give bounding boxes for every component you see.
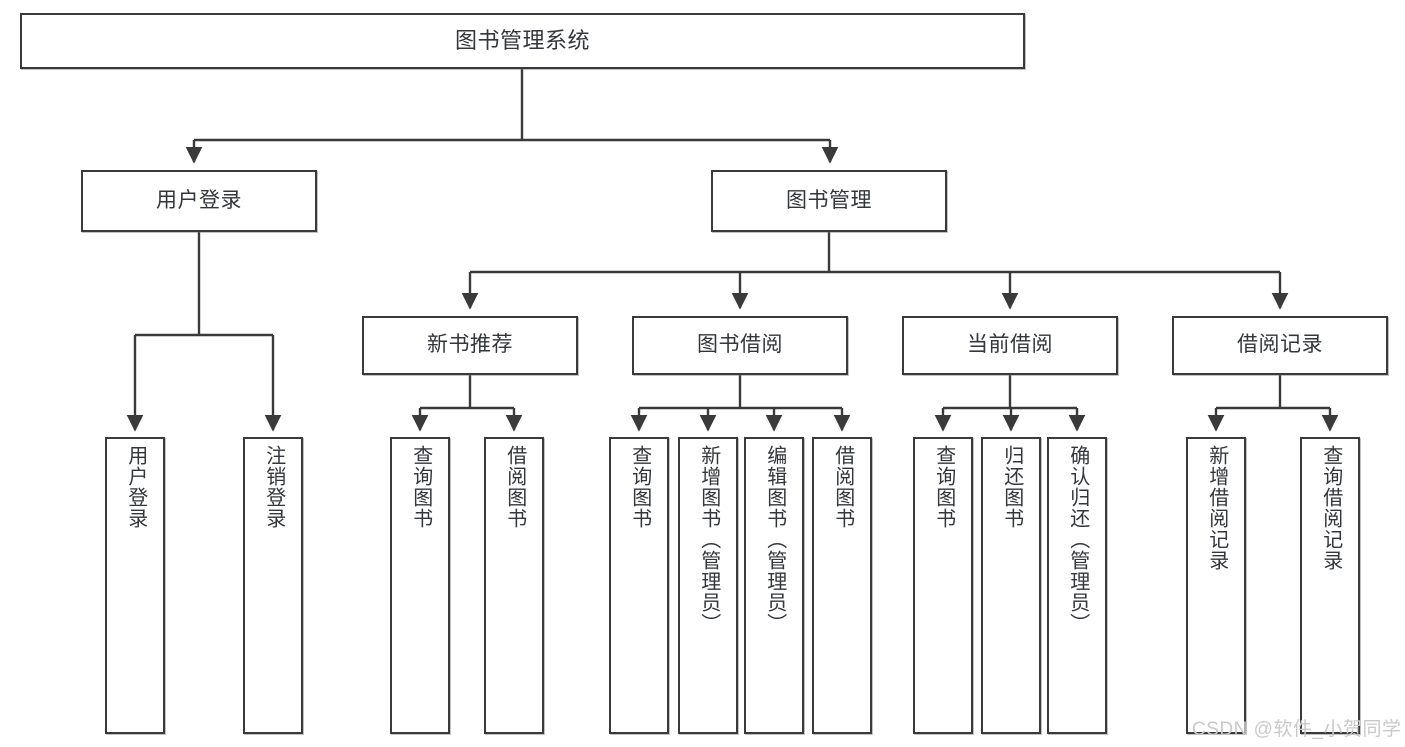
leaf-edit-book[interactable]: 编辑图书（管理员） [744,437,804,734]
node-label: 借阅图书 [503,445,526,529]
leaf-query-book-3[interactable]: 查询图书 [913,437,973,734]
leaf-query-book-2[interactable]: 查询图书 [609,437,669,734]
node-label: 确认归还（管理员） [1066,445,1089,634]
leaf-confirm-return[interactable]: 确认归还（管理员） [1047,437,1107,734]
node-label: 新增图书（管理员） [697,445,720,634]
node-label: 注销登录 [262,445,285,529]
node-label: 用户登录 [156,188,242,212]
node-label: 图书管理 [786,188,872,212]
node-book-manage[interactable]: 图书管理 [711,170,947,232]
leaf-add-record[interactable]: 新增借阅记录 [1186,437,1246,734]
leaf-user-login[interactable]: 用户登录 [105,437,165,734]
node-label: 借阅记录 [1237,333,1323,357]
node-label: 归还图书 [1000,445,1023,529]
node-label: 查询借阅记录 [1319,445,1342,571]
leaf-query-book-1[interactable]: 查询图书 [390,437,450,734]
node-new-book-recommend[interactable]: 新书推荐 [362,316,578,375]
node-user-login[interactable]: 用户登录 [81,170,317,232]
node-label: 借阅图书 [831,445,854,529]
node-root[interactable]: 图书管理系统 [20,13,1025,69]
node-label: 当前借阅 [967,333,1053,357]
leaf-borrow-book-1[interactable]: 借阅图书 [484,437,544,734]
leaf-return-book[interactable]: 归还图书 [981,437,1041,734]
node-label: 新书推荐 [427,333,513,357]
leaf-borrow-book-2[interactable]: 借阅图书 [812,437,872,734]
node-current-borrow[interactable]: 当前借阅 [902,316,1118,375]
node-label: 新增借阅记录 [1205,445,1228,571]
node-book-borrow[interactable]: 图书借阅 [632,316,848,375]
leaf-add-book[interactable]: 新增图书（管理员） [678,437,738,734]
node-label: 图书借阅 [697,333,783,357]
node-label: 查询图书 [628,445,651,529]
node-label: 图书管理系统 [454,28,590,54]
node-label: 查询图书 [932,445,955,529]
node-label: 编辑图书（管理员） [763,445,786,634]
leaf-query-record[interactable]: 查询借阅记录 [1300,437,1360,734]
node-borrow-record[interactable]: 借阅记录 [1172,316,1388,375]
csdn-watermark: CSDN @软件_小贺同学 [1192,719,1402,740]
node-label: 用户登录 [124,445,147,529]
node-label: 查询图书 [409,445,432,529]
leaf-logout[interactable]: 注销登录 [243,437,303,734]
